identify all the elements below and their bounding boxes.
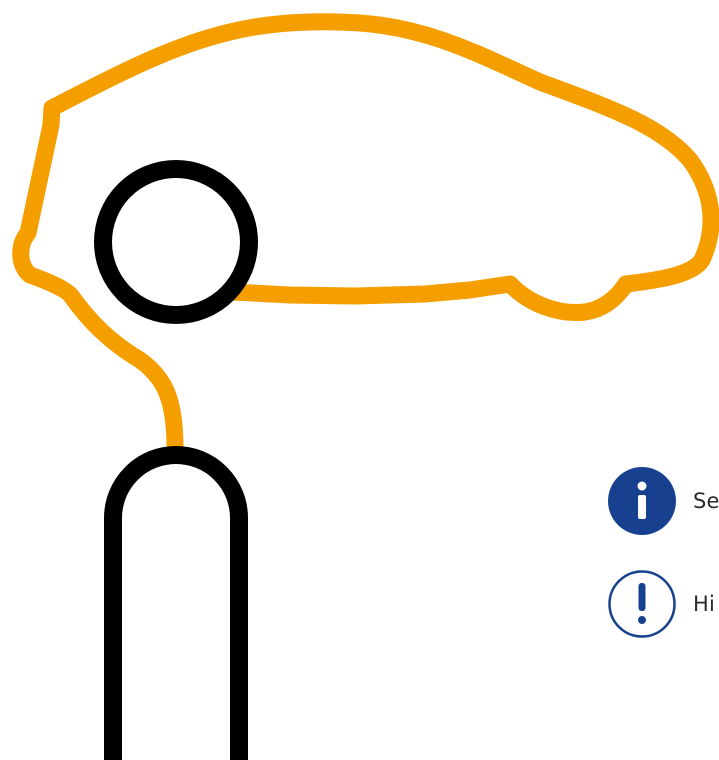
charging-station-icon — [113, 455, 239, 760]
legend-hint-row: Hi — [608, 570, 715, 638]
exclamation-icon — [608, 570, 676, 638]
legend-info-row: Se — [608, 467, 719, 535]
legend-hint-label: Hi — [693, 592, 715, 616]
wheel-circle-icon — [103, 169, 249, 315]
info-icon — [608, 467, 676, 535]
legend-info-label: Se — [693, 489, 719, 513]
car-outline-icon — [21, 22, 711, 448]
